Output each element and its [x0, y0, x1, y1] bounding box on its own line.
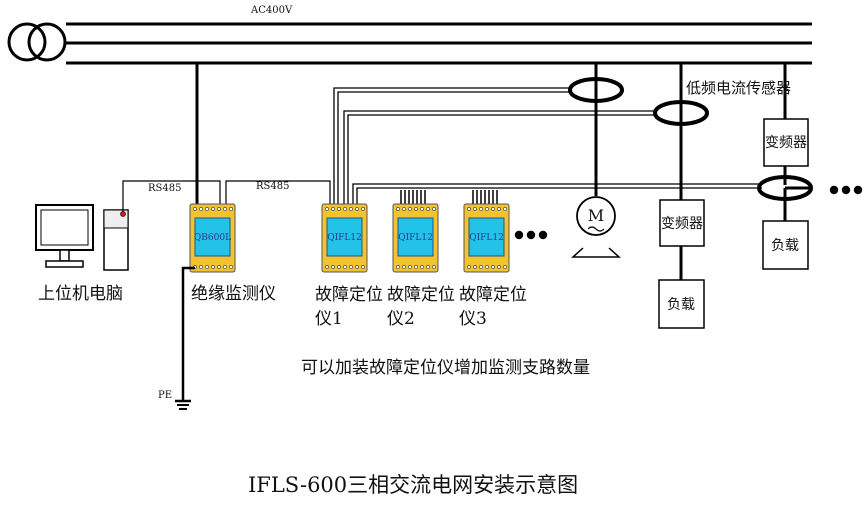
load-2-box [762, 220, 809, 270]
bus-voltage-label: AC400V [250, 5, 293, 16]
locator-3-label-line2: 仪3 [459, 309, 487, 329]
sensor-wire-3 [352, 183, 762, 204]
locator-3-label-line1: 故障定位 [459, 285, 527, 305]
transformer-icon [7, 22, 67, 62]
ground-label: PE [158, 390, 172, 401]
load-2-label: 负载 [771, 238, 799, 254]
diagram-title: IFLS-600三相交流电网安装示意图 [248, 473, 578, 497]
current-sensor-1-icon [568, 77, 624, 103]
rs485-label-right: RS485 [256, 181, 289, 192]
locator-3-screen-text: QIFL12 [469, 233, 504, 243]
locator-2-label-line2: 仪2 [387, 309, 415, 329]
ground-wire [181, 266, 195, 401]
sensor-wire-1 [333, 87, 572, 204]
fault-locator-2: QIFL12 [392, 190, 439, 273]
pc-label: 上位机电脑 [38, 284, 123, 304]
locator-1-label-line2: 仪1 [315, 309, 343, 329]
vfd-2-label: 变频器 [765, 135, 807, 151]
motor-icon: M [571, 196, 621, 258]
locator-1-screen-text: QIFL12 [327, 233, 362, 243]
locator-1-label-line1: 故障定位 [315, 285, 383, 305]
more-locators-ellipsis [514, 230, 548, 240]
current-sensor-3-icon [757, 175, 813, 201]
pc-tower-icon [103, 209, 129, 271]
current-sensor-2-icon [653, 100, 709, 126]
sensor-wire-2 [343, 110, 656, 204]
locator-2-label-line1: 故障定位 [387, 285, 455, 305]
monitor-label: 绝缘监测仪 [191, 284, 276, 304]
fault-locator-1: QIFL12 [321, 203, 368, 273]
rs485-link-left [122, 180, 221, 212]
locator-2-screen-text: QIFL12 [398, 233, 433, 243]
rs485-link-right [225, 180, 331, 204]
motor-symbol: M [588, 206, 604, 225]
pc-monitor-icon [35, 204, 94, 268]
fault-locator-3: QIFL12 [463, 190, 510, 273]
vfd-2-box [763, 118, 809, 167]
three-phase-bus [66, 22, 812, 65]
more-feeders-ellipsis [829, 185, 863, 195]
load-1-label: 负载 [667, 297, 695, 313]
vfd-1-box [659, 199, 705, 247]
rs485-label-left: RS485 [148, 183, 181, 194]
expansion-note: 可以加装故障定位仪增加监测支路数量 [301, 358, 590, 378]
load-1-box [658, 279, 705, 329]
monitor-screen-text: QB600L [194, 233, 231, 243]
vfd-1-label: 变频器 [661, 216, 703, 232]
insulation-monitor-device: QB600L [189, 203, 236, 273]
sensor-label: 低频电流传感器 [686, 79, 791, 97]
ground-icon [175, 399, 191, 410]
